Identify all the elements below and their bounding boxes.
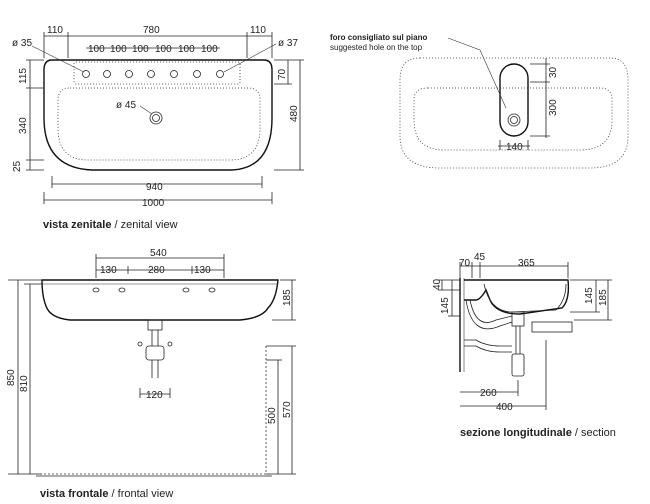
suggested-slot xyxy=(499,63,529,137)
dim-basin-width: 940 xyxy=(146,182,163,193)
dim-hole-dia-right: ø 37 xyxy=(278,38,298,49)
caption-it: vista zenitale xyxy=(43,219,111,231)
drain-hole-inner xyxy=(152,114,160,122)
fixing-hole xyxy=(208,287,216,293)
slot-drain xyxy=(507,113,521,127)
countertop-basin xyxy=(413,87,613,151)
dim-basin-height: 185 xyxy=(282,289,293,306)
dim-hole-spacing: 100 xyxy=(132,44,149,55)
caption-it: sezione longitudinale xyxy=(460,427,572,439)
fixing-hole xyxy=(182,287,190,293)
dim-h145-right: 145 xyxy=(584,287,595,304)
caption-it: vista frontale xyxy=(40,488,108,500)
dim-h40: 40 xyxy=(432,278,443,290)
dim-edge-left: 110 xyxy=(47,25,63,36)
dim-slot-height: 30 xyxy=(548,66,559,78)
drain-hole xyxy=(149,111,163,125)
section-waste xyxy=(511,311,525,327)
section-view-caption: sezione longitudinale / section xyxy=(460,427,616,439)
tap-hole xyxy=(103,70,111,78)
dim-fix-left: 130 xyxy=(100,265,117,276)
dim-inner: 365 xyxy=(518,258,535,269)
dim-wall: 70 xyxy=(459,258,471,269)
wall-bolt xyxy=(167,341,173,347)
countertop-section xyxy=(531,321,573,333)
dim-hole-spacing: 100 xyxy=(110,44,127,55)
top-view-caption: vista zenitale / zenital view xyxy=(43,219,178,231)
dim-total-depth: 480 xyxy=(289,105,300,122)
dim-drain-dia: ø 45 xyxy=(116,100,136,111)
dim-fix-mid: 280 xyxy=(148,265,165,276)
dim-top-height: 810 xyxy=(19,375,30,392)
caption-en: frontal view xyxy=(118,488,174,500)
dim-inner-width: 780 xyxy=(143,25,160,36)
dim-pipe-height: 570 xyxy=(282,401,293,418)
tap-hole xyxy=(193,70,201,78)
waste-pipe xyxy=(147,319,163,331)
tap-hole xyxy=(82,70,90,78)
dim-right-small: 70 xyxy=(277,68,288,80)
section-view: 70 45 365 40 145 145 185 260 400 sezione… xyxy=(432,252,616,439)
note-en: suggested hole on the top xyxy=(330,43,423,52)
countertop-view: foro consigliato sul piano suggested hol… xyxy=(330,33,629,169)
tap-hole-strip xyxy=(73,61,241,85)
countertop-outline xyxy=(399,57,629,169)
tap-hole xyxy=(147,70,155,78)
dim-depth-bottom: 25 xyxy=(12,160,23,172)
trap-body xyxy=(145,345,165,361)
dim-hole-spacing: 100 xyxy=(155,44,172,55)
dim-rim: 45 xyxy=(474,252,486,263)
dim-total-height: 850 xyxy=(6,369,17,386)
dim-trap-width: 120 xyxy=(146,390,163,401)
dim-h260: 260 xyxy=(480,388,497,399)
top-view: 110 780 110 100 100 100 100 100 100 ø 35… xyxy=(12,25,304,231)
dim-h145-left: 145 xyxy=(440,297,451,314)
dim-total-width: 1000 xyxy=(142,198,165,209)
front-view-caption: vista frontale / frontal view xyxy=(40,488,173,500)
dim-hole-dia-left: ø 35 xyxy=(12,38,32,49)
dim-hole-spacing: 100 xyxy=(178,44,195,55)
front-view: 540 130 280 130 185 850 810 120 500 570 xyxy=(6,248,296,500)
dim-fix-right: 130 xyxy=(194,265,211,276)
wall-bolt xyxy=(137,341,143,347)
tap-hole xyxy=(170,70,178,78)
fixing-hole xyxy=(118,287,126,293)
caption-sep: / xyxy=(108,488,117,500)
tap-hole xyxy=(216,70,224,78)
top-view-outline xyxy=(43,59,273,171)
caption-en: zenital view xyxy=(121,219,178,231)
dim-h400: 400 xyxy=(496,402,513,413)
caption-en: section xyxy=(581,427,616,439)
dim-depth-top: 115 xyxy=(18,68,29,84)
front-basin-outline xyxy=(41,279,279,321)
section-basin xyxy=(464,279,570,315)
tap-hole xyxy=(125,70,133,78)
dim-hole-spacing: 100 xyxy=(201,44,218,55)
fixing-hole xyxy=(92,287,100,293)
dim-hole-spacing: 100 xyxy=(88,44,105,55)
dim-waste-height: 500 xyxy=(267,407,278,424)
top-view-basin xyxy=(57,87,261,161)
dim-slot-width: 140 xyxy=(506,142,523,153)
dim-edge-right: 110 xyxy=(250,25,266,36)
tap-holes xyxy=(82,70,224,78)
dim-fix-width: 540 xyxy=(150,248,167,259)
dim-slot-depth: 300 xyxy=(548,99,559,116)
dim-depth-mid: 340 xyxy=(18,117,29,134)
dim-h185: 185 xyxy=(598,289,609,306)
note-it: foro consigliato sul piano xyxy=(330,33,427,42)
slot-drain-inner xyxy=(510,116,518,124)
caption-sep: / xyxy=(572,427,581,439)
caption-sep: / xyxy=(111,219,120,231)
